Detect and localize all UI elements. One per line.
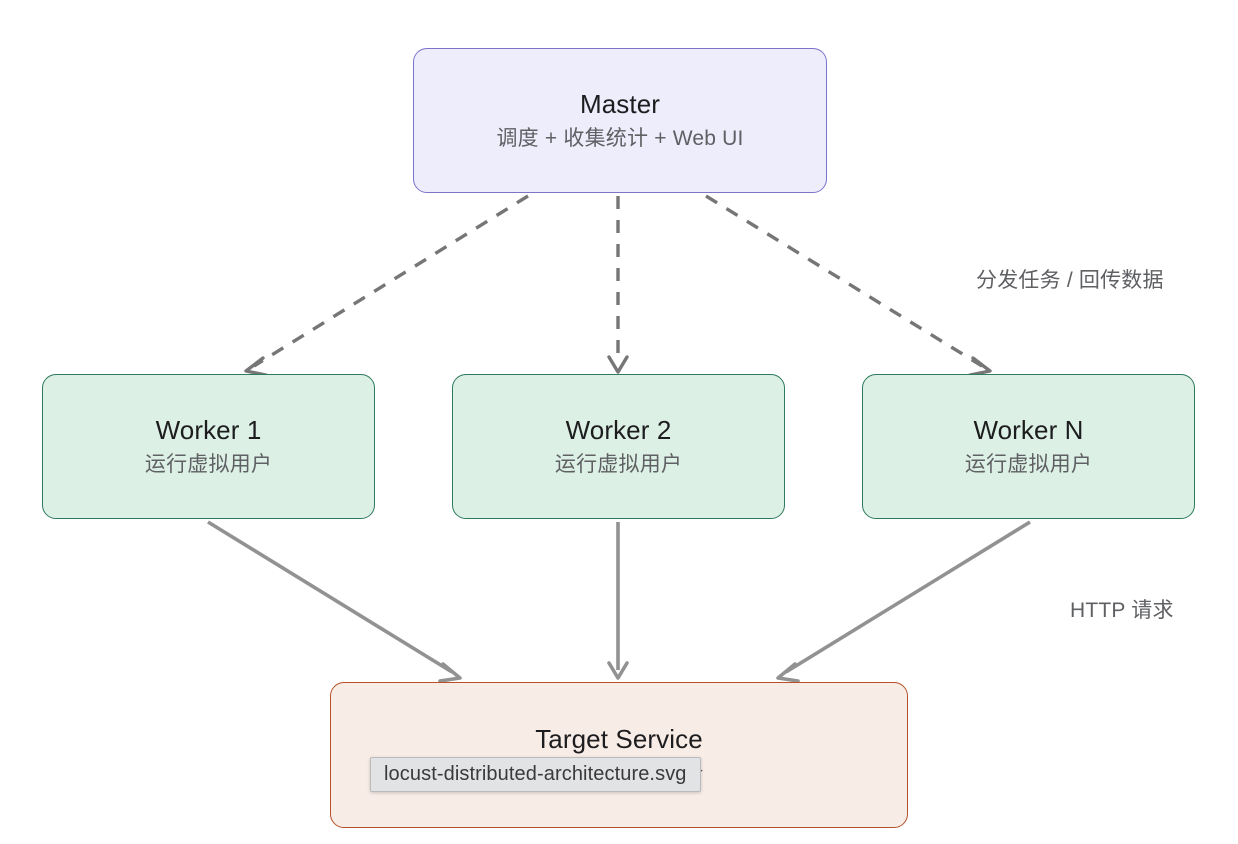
node-worker-2-title: Worker 2 [565, 415, 672, 446]
node-worker-n-subtitle: 运行虚拟用户 [964, 452, 1093, 476]
edge-worker-n-to-target [776, 520, 1031, 683]
node-worker-n-title: Worker N [973, 415, 1084, 446]
node-master-subtitle: 调度 + 收集统计 + Web UI [496, 126, 744, 150]
edge-label-dispatch: 分发任务 / 回传数据 [976, 269, 1164, 292]
node-worker-1-title: Worker 1 [155, 415, 262, 446]
node-target-service[interactable]: Target Service 被压测的目标服务 [330, 682, 908, 828]
node-worker-2-subtitle: 运行虚拟用户 [554, 452, 683, 476]
node-worker-1[interactable]: Worker 1 运行虚拟用户 [42, 374, 375, 519]
edge-label-http: HTTP 请求 [1070, 599, 1174, 622]
edge-master-to-worker-2 [607, 196, 629, 374]
edge-master-to-worker-1 [244, 194, 529, 377]
node-worker-2[interactable]: Worker 2 运行虚拟用户 [452, 374, 785, 519]
edge-worker-2-to-target [607, 522, 629, 680]
edge-worker-1-to-target [207, 520, 462, 683]
edge-master-to-worker-n [705, 194, 992, 377]
node-worker-1-subtitle: 运行虚拟用户 [144, 452, 273, 476]
node-master-title: Master [579, 89, 661, 120]
node-target-service-title: Target Service [535, 723, 703, 754]
node-master[interactable]: Master 调度 + 收集统计 + Web UI [413, 48, 827, 193]
file-name-tooltip: locust-distributed-architecture.svg [370, 757, 701, 792]
node-worker-n[interactable]: Worker N 运行虚拟用户 [862, 374, 1195, 519]
